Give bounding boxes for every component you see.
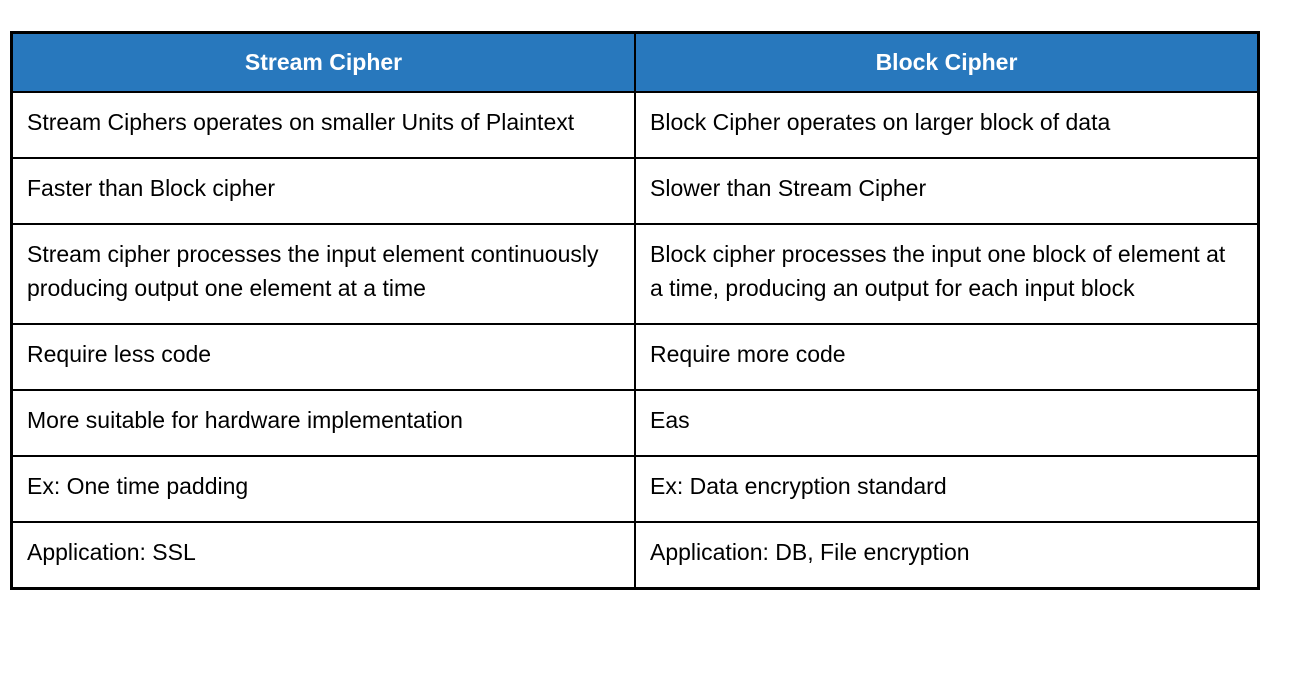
- cell-stream-example: Ex: One time padding: [10, 455, 636, 523]
- table-row-example: Ex: One time padding Ex: Data encryption…: [10, 455, 1260, 523]
- cell-stream-implementation: More suitable for hardware implementatio…: [10, 389, 636, 457]
- table-row-processing: Stream cipher processes the input elemen…: [10, 223, 1260, 325]
- table-row-speed: Faster than Block cipher Slower than Str…: [10, 157, 1260, 225]
- cell-block-units: Block Cipher operates on larger block of…: [634, 91, 1260, 159]
- header-row: Stream Cipher Block Cipher: [10, 31, 1260, 93]
- cell-stream-units: Stream Ciphers operates on smaller Units…: [10, 91, 636, 159]
- table-row-code: Require less code Require more code: [10, 323, 1260, 391]
- cell-stream-application: Application: SSL: [10, 521, 636, 590]
- table-body: Stream Ciphers operates on smaller Units…: [10, 91, 1260, 590]
- cipher-comparison-table: Stream Cipher Block Cipher Stream Cipher…: [10, 31, 1260, 590]
- cipher-comparison-table-container: Stream Cipher Block Cipher Stream Cipher…: [10, 31, 1260, 590]
- table-row-application: Application: SSL Application: DB, File e…: [10, 521, 1260, 590]
- table-header: Stream Cipher Block Cipher: [10, 31, 1260, 93]
- column-header-block-cipher: Block Cipher: [634, 31, 1260, 93]
- cell-block-implementation: Eas: [634, 389, 1260, 457]
- cell-block-speed: Slower than Stream Cipher: [634, 157, 1260, 225]
- cell-stream-code: Require less code: [10, 323, 636, 391]
- table-row-units: Stream Ciphers operates on smaller Units…: [10, 91, 1260, 159]
- cell-stream-processing: Stream cipher processes the input elemen…: [10, 223, 636, 325]
- column-header-stream-cipher: Stream Cipher: [10, 31, 636, 93]
- cell-stream-speed: Faster than Block cipher: [10, 157, 636, 225]
- cell-block-processing: Block cipher processes the input one blo…: [634, 223, 1260, 325]
- cell-block-example: Ex: Data encryption standard: [634, 455, 1260, 523]
- cell-block-application: Application: DB, File encryption: [634, 521, 1260, 590]
- table-row-implementation: More suitable for hardware implementatio…: [10, 389, 1260, 457]
- cell-block-code: Require more code: [634, 323, 1260, 391]
